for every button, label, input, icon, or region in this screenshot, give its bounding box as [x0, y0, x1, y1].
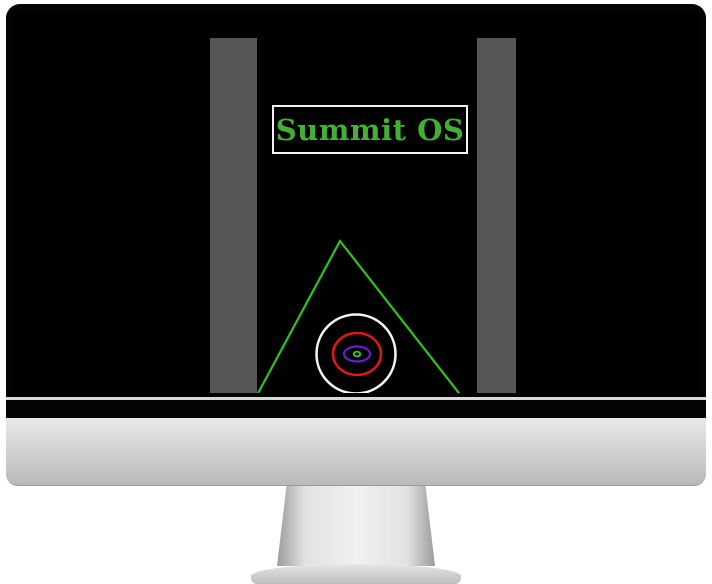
- right-pillar: [477, 38, 516, 393]
- monitor-stand-base: [251, 564, 461, 584]
- center-dot-icon: [352, 350, 362, 358]
- summit-logo-icon: [256, 238, 461, 393]
- monitor-screen: Summit OS: [14, 13, 698, 393]
- os-title-box: Summit OS: [272, 105, 468, 154]
- left-pillar: [210, 38, 257, 393]
- monitor-stand-neck: [277, 486, 435, 566]
- os-title: Summit OS: [275, 112, 465, 147]
- monitor-chin: [6, 418, 706, 486]
- mountain-triangle-icon: [256, 238, 461, 393]
- bezel-bottom: [6, 400, 706, 420]
- blue-eye-icon: [342, 345, 372, 363]
- outer-circle-icon: [315, 313, 397, 393]
- screen-bottom-edge: [6, 397, 706, 400]
- red-ring-icon: [331, 331, 383, 377]
